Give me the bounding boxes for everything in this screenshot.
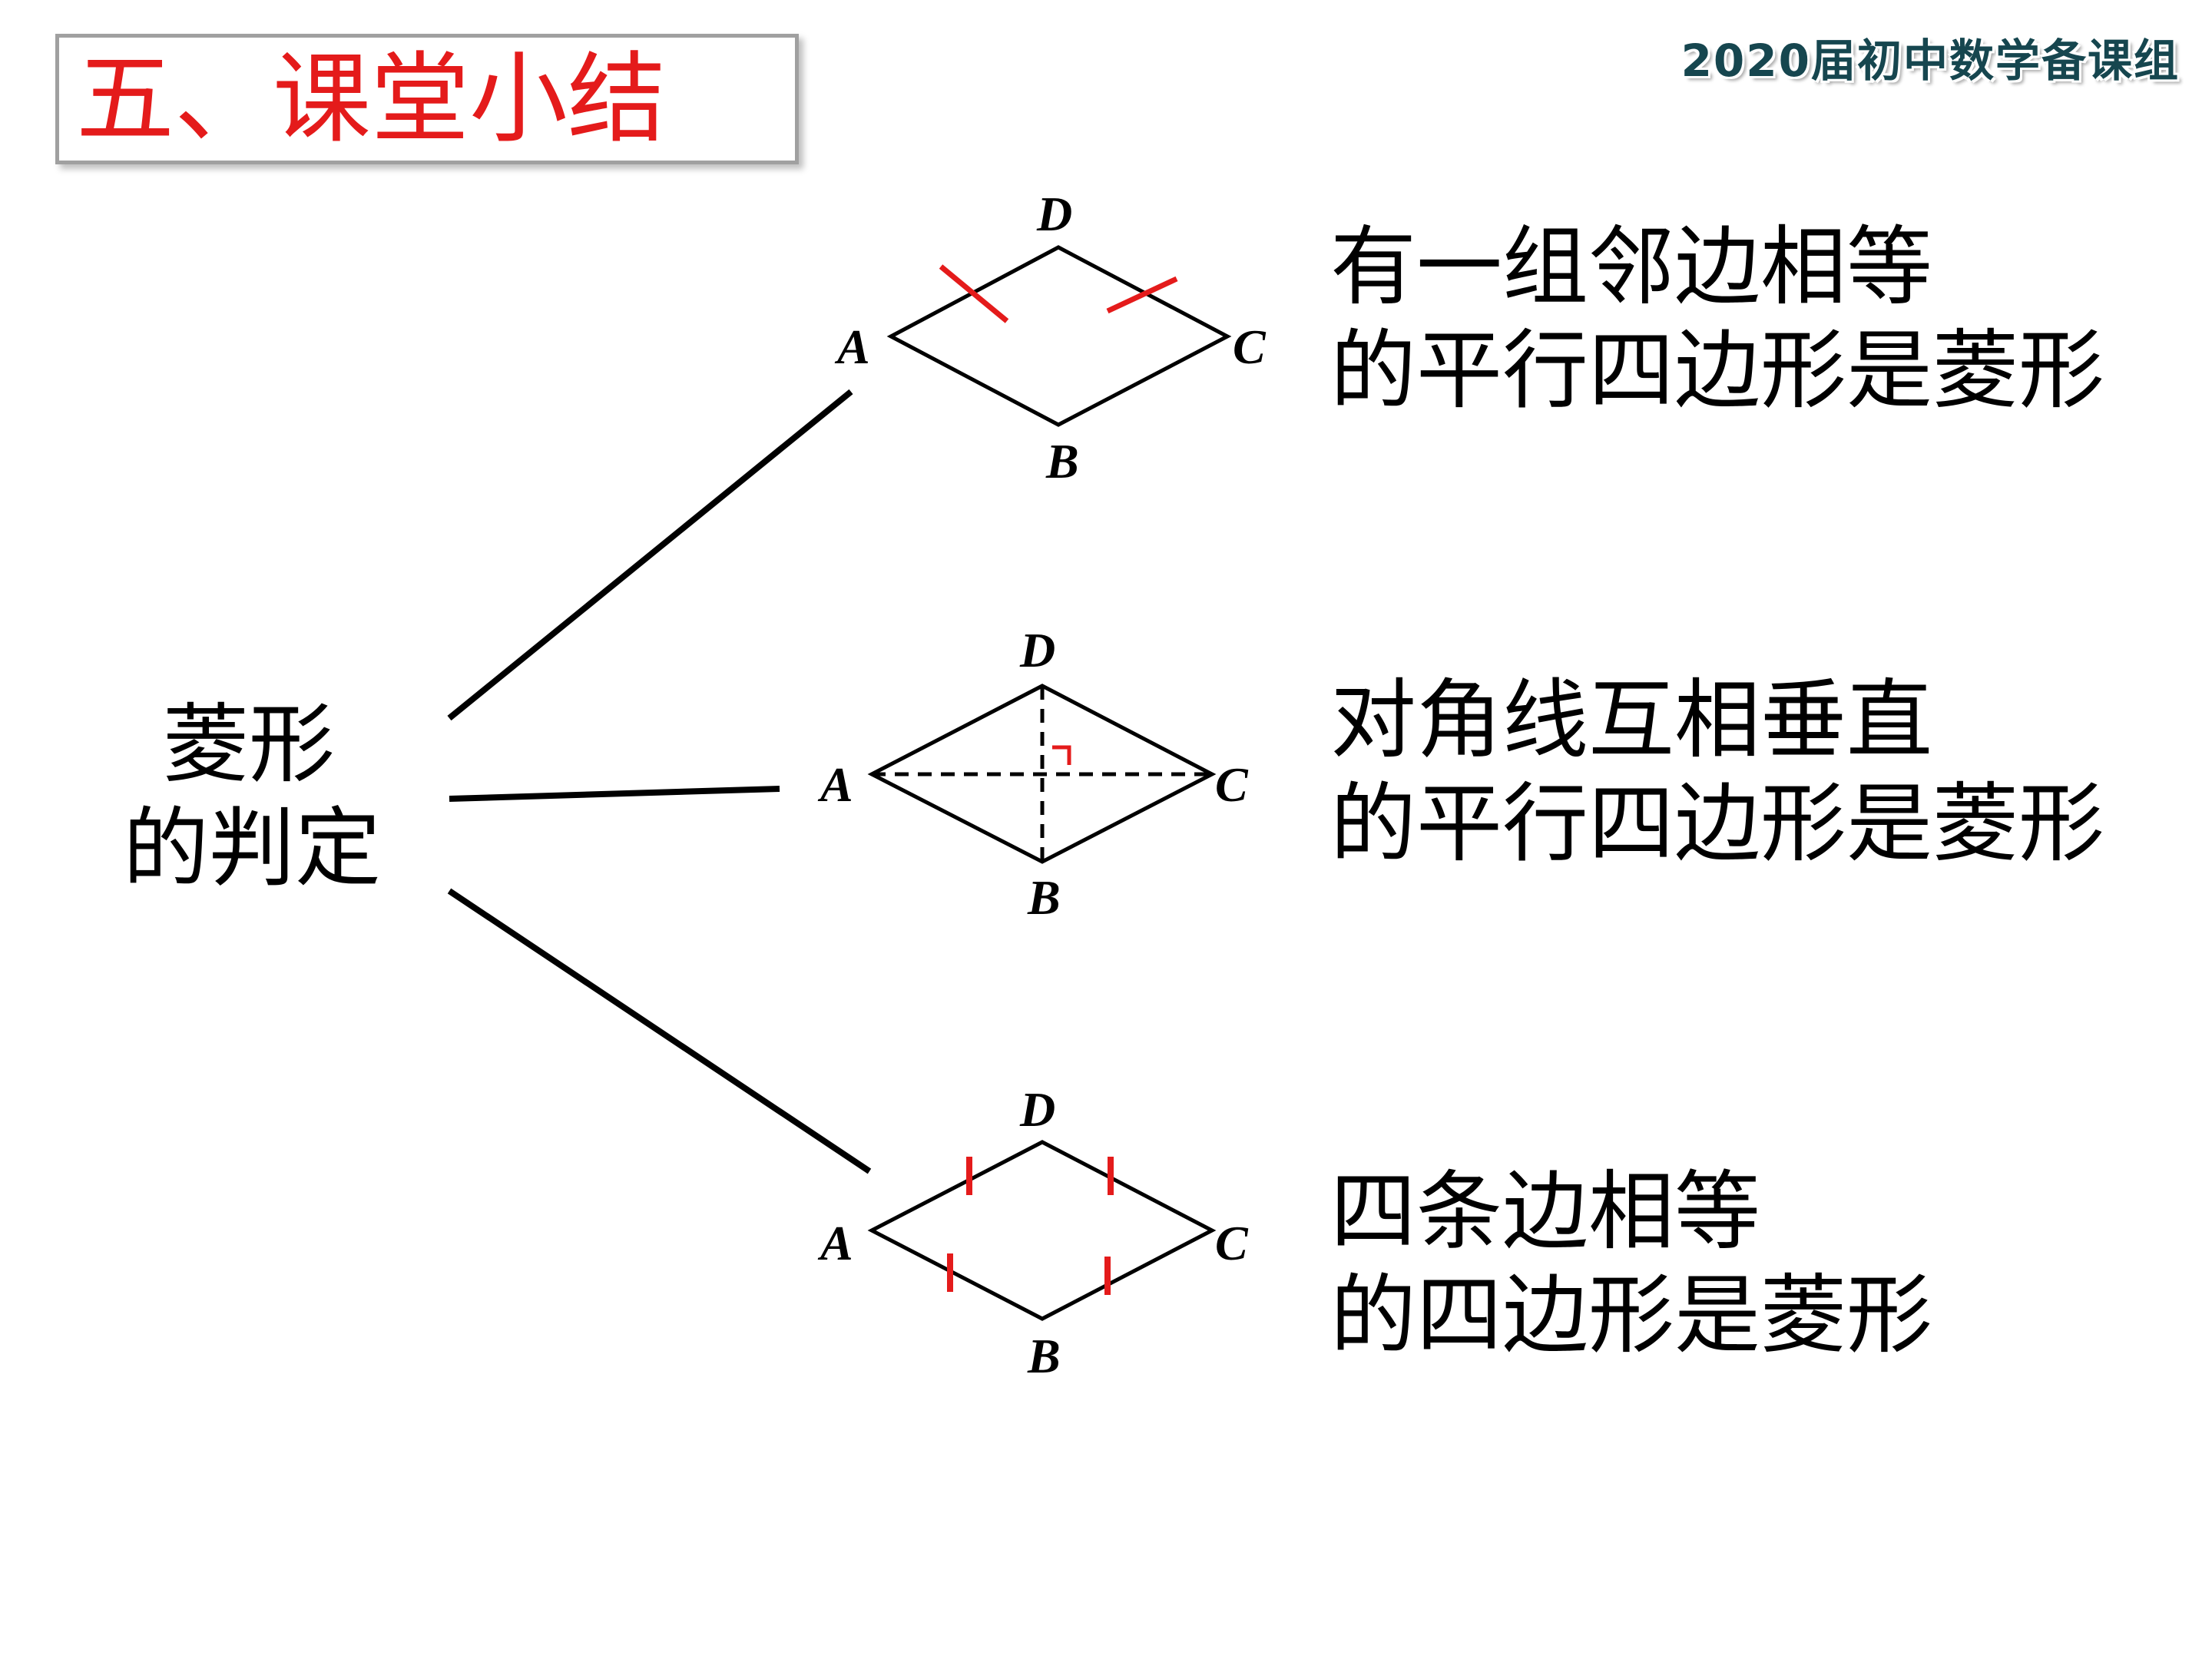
rhombus-3-label-b: B: [1027, 1329, 1061, 1383]
rhombus-2-shape: [867, 684, 1217, 864]
rhombus-1-shape: [886, 245, 1232, 427]
rule-1-line2: 的平行四边形是菱形: [1330, 321, 2104, 421]
rhombus-2-label-d: D: [1019, 623, 1055, 677]
page-title: 五、课堂小结: [76, 42, 667, 157]
watermark: 2020届初中数学备课组: [1681, 35, 2180, 87]
rhombus-1-label-d: D: [1036, 187, 1072, 241]
root-label-line2: 的判定: [123, 799, 381, 899]
rule-3-line2: 的四边形是菱形: [1330, 1266, 1932, 1366]
rhombus-3: A C D B: [817, 1082, 1249, 1383]
rhombus-1-label-b: B: [1045, 434, 1079, 488]
connector-line-2: [449, 786, 780, 802]
rhombus-3-label-a: A: [817, 1216, 853, 1270]
rhombus-2-label-b: B: [1027, 870, 1061, 925]
rule-3-line1: 四条边相等: [1330, 1162, 1760, 1262]
connector-line-1: [447, 389, 853, 721]
rule-2-line1: 对角线互相垂直: [1330, 671, 1932, 770]
rule-1-line1: 有一组邻边相等: [1330, 217, 1932, 317]
rule-2-line2: 的平行四边形是菱形: [1330, 774, 2104, 874]
rhombus-1-tick-dc: [1106, 276, 1178, 314]
rhombus-1-tick-ad: [939, 264, 1009, 323]
rhombus-3-shape: [867, 1140, 1217, 1321]
rhombus-2-label-a: A: [817, 757, 853, 812]
rhombus-1: A C D B: [834, 187, 1267, 488]
connector-line-3: [447, 888, 872, 1174]
rhombus-1-label-c: C: [1233, 320, 1267, 374]
right-angle-mark: [1052, 745, 1071, 765]
rhombus-3-label-c: C: [1215, 1216, 1249, 1270]
rhombus-2: A C D B: [817, 623, 1249, 925]
rhombus-3-label-d: D: [1019, 1082, 1055, 1137]
rhombus-1-label-a: A: [834, 320, 870, 374]
rhombus-2-label-c: C: [1215, 757, 1249, 812]
title-box: 五、课堂小结: [55, 34, 799, 164]
root-label-line1: 菱形: [163, 695, 335, 795]
